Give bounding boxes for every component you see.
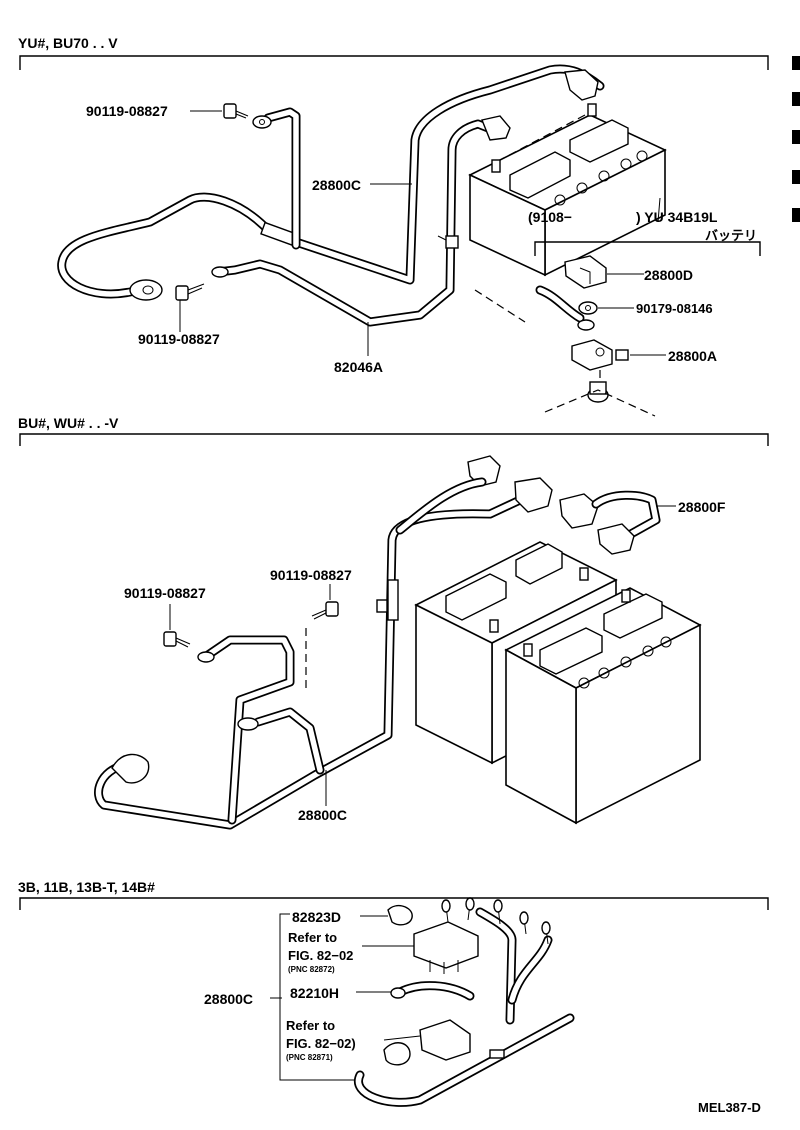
- section-3-bracket: [19, 897, 769, 910]
- label-cable-a: 82046A: [334, 359, 383, 375]
- label-battery-right: ) YU 34B19L: [636, 209, 718, 225]
- label-cover-d: 28800D: [644, 267, 693, 283]
- nut-icon: [535, 285, 598, 331]
- harness-drawing: [354, 897, 575, 1107]
- label-wire-h: 82210H: [290, 985, 339, 1001]
- footer-code: MEL387-D: [698, 1100, 761, 1115]
- section-2: BU#, WU# . . -V: [18, 415, 769, 830]
- label-refer2-line2: FIG. 82−02): [286, 1036, 356, 1051]
- label-bolt-right-2: 90119-08827: [270, 567, 352, 583]
- label-refer2-pnc: (PNC 82871): [286, 1053, 333, 1062]
- ground-wire-2: [197, 628, 325, 825]
- label-bolt-bottom: 90119-08827: [138, 331, 220, 347]
- cable-28800c-2-drawing: [94, 455, 553, 830]
- bolt-top-icon: [190, 103, 249, 119]
- section-3-label-bracket: [279, 913, 355, 1081]
- section-3: 3B, 11B, 13B-T, 14B# 28800C 82823D Refer…: [18, 879, 769, 1107]
- section-1-header: YU#, BU70 . . V: [18, 35, 118, 51]
- bolt-left-2-icon: [163, 604, 191, 648]
- label-cap: 82823D: [292, 909, 341, 925]
- label-cable-f: 28800F: [678, 499, 726, 515]
- section-3-header: 3B, 11B, 13B-T, 14B#: [18, 879, 155, 895]
- dashed-guide-1: [474, 289, 526, 323]
- bolt-bottom-icon: [175, 283, 205, 332]
- section-1: YU#, BU70 . . V 90119-08827: [18, 35, 769, 417]
- label-refer1-line1: Refer to: [288, 930, 337, 945]
- wire-82210h-icon: [390, 981, 475, 1001]
- cable-82046a-drawing: [211, 115, 511, 327]
- label-terminal-a: 28800A: [668, 348, 717, 364]
- cable-28800c-drawing: [57, 64, 605, 301]
- battery-detail-bracket: [534, 241, 761, 256]
- label-cable-c-3: 28800C: [204, 991, 253, 1007]
- label-refer1-line2: FIG. 82−02: [288, 948, 353, 963]
- battery-pair-icon: [414, 541, 702, 825]
- label-battery-kana: バッテリ: [705, 228, 757, 243]
- ground-wire-top: [252, 107, 301, 250]
- cable-28800f-icon: [559, 490, 661, 555]
- cover-28800d-icon: [564, 255, 607, 289]
- leader-refer2: [383, 1035, 421, 1041]
- leader-battery: [657, 197, 661, 223]
- battery-icon: [468, 103, 667, 277]
- section-1-bracket: [19, 55, 769, 70]
- label-cable-c-2: 28800C: [298, 807, 347, 823]
- terminal-28800a-icon: [571, 339, 629, 371]
- label-cable-c-1: 28800C: [312, 177, 361, 193]
- label-battery-left: (9108−: [528, 209, 572, 225]
- label-bolt-left-2: 90119-08827: [124, 585, 206, 601]
- section-2-header: BU#, WU# . . -V: [18, 415, 119, 431]
- post-icon: [544, 365, 656, 417]
- bolt-right-2-icon: [311, 584, 339, 620]
- cap-icon: [387, 904, 413, 926]
- label-refer1-pnc: (PNC 82872): [288, 965, 335, 974]
- section-2-bracket: [19, 433, 769, 446]
- junction-block-icon: [413, 921, 479, 974]
- label-nut: 90179-08146: [636, 301, 713, 316]
- label-bolt-top: 90119-08827: [86, 103, 168, 119]
- margin-ticks: [792, 56, 800, 222]
- label-refer2-line1: Refer to: [286, 1018, 335, 1033]
